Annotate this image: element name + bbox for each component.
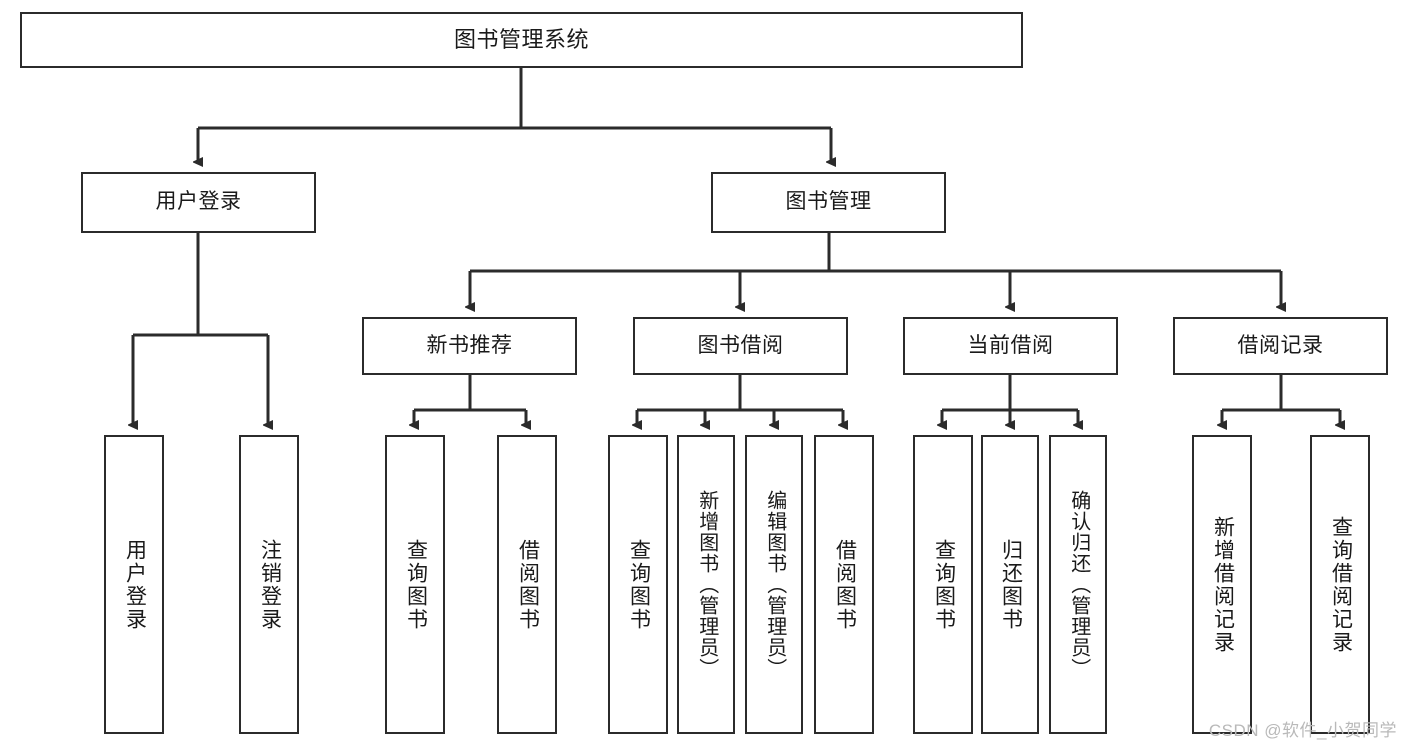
leaf-label: 用户登录 [123, 538, 147, 631]
leaf-label: 查询图书 [932, 538, 956, 631]
leaf-label: 确认归还（管理员） [1067, 490, 1090, 679]
node-label: 借阅记录 [1237, 333, 1324, 357]
node-label: 当前借阅 [967, 333, 1054, 357]
leaf-logout-login[interactable]: 注销登录 [239, 435, 299, 734]
csdn-watermark: CSDN @软件_小贺同学 [1208, 721, 1397, 740]
node-book-management[interactable]: 图书管理 [711, 172, 946, 233]
leaf-label: 查询借阅记录 [1329, 515, 1353, 654]
leaf-borrow-book[interactable]: 借阅图书 [814, 435, 874, 734]
node-label: 图书管理系统 [453, 27, 589, 53]
node-label: 用户登录 [155, 190, 242, 214]
leaf-add-borrow-record[interactable]: 新增借阅记录 [1192, 435, 1252, 734]
leaf-label: 借阅图书 [833, 538, 857, 631]
leaf-query-borrow-record[interactable]: 查询借阅记录 [1310, 435, 1370, 734]
leaf-label: 新增图书（管理员） [695, 490, 718, 679]
leaf-label: 查询图书 [404, 538, 428, 631]
node-label: 图书借阅 [697, 333, 784, 357]
node-current-borrow[interactable]: 当前借阅 [903, 317, 1118, 375]
leaf-user-login[interactable]: 用户登录 [104, 435, 164, 734]
leaf-label: 归还图书 [999, 538, 1023, 631]
node-label: 新书推荐 [426, 333, 513, 357]
leaf-return-book[interactable]: 归还图书 [981, 435, 1039, 734]
leaf-query-book-current[interactable]: 查询图书 [913, 435, 973, 734]
leaf-query-book-recommend[interactable]: 查询图书 [385, 435, 445, 734]
node-book-borrow[interactable]: 图书借阅 [633, 317, 848, 375]
node-root-book-management-system[interactable]: 图书管理系统 [20, 12, 1023, 68]
leaf-add-book-admin[interactable]: 新增图书（管理员） [677, 435, 735, 734]
node-new-book-recommend[interactable]: 新书推荐 [362, 317, 577, 375]
leaf-label: 借阅图书 [516, 538, 540, 631]
node-user-login[interactable]: 用户登录 [81, 172, 316, 233]
node-label: 图书管理 [785, 190, 872, 214]
node-borrow-record[interactable]: 借阅记录 [1173, 317, 1388, 375]
leaf-query-book-borrow[interactable]: 查询图书 [608, 435, 668, 734]
leaf-edit-book-admin[interactable]: 编辑图书（管理员） [745, 435, 803, 734]
leaf-label: 查询图书 [627, 538, 651, 631]
leaf-label: 编辑图书（管理员） [763, 490, 786, 679]
leaf-borrow-book-recommend[interactable]: 借阅图书 [497, 435, 557, 734]
leaf-label: 新增借阅记录 [1211, 515, 1235, 654]
leaf-confirm-return-admin[interactable]: 确认归还（管理员） [1049, 435, 1107, 734]
leaf-label: 注销登录 [258, 538, 282, 631]
